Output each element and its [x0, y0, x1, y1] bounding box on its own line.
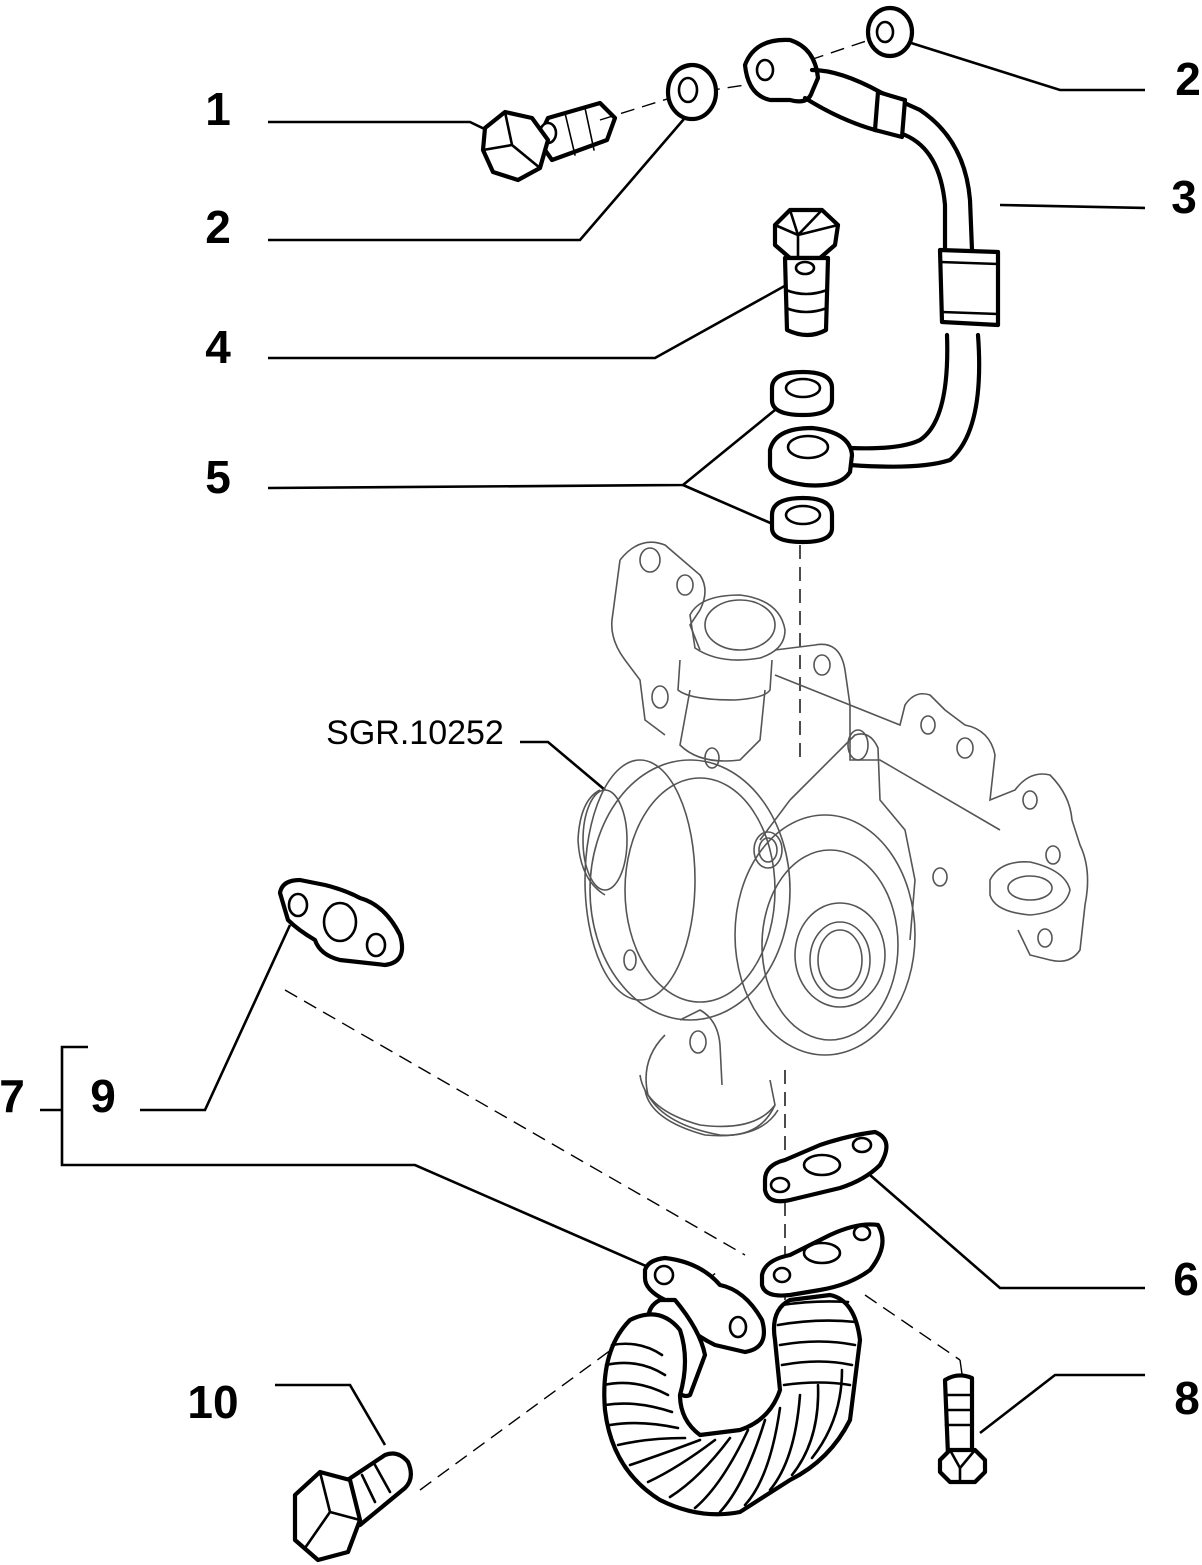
washer-5-bottom — [769, 495, 835, 545]
callout-8: 8 — [1174, 1372, 1200, 1424]
gasket-9 — [277, 877, 405, 968]
callout-7: 7 — [0, 1070, 25, 1122]
callout-2-left: 2 — [205, 201, 231, 253]
banjo-bolt-1 — [480, 100, 618, 183]
callout-1: 1 — [205, 83, 231, 135]
bolt-8 — [937, 1373, 988, 1485]
callout-6: 6 — [1173, 1253, 1199, 1305]
turbocharger-assembly — [577, 541, 1089, 1137]
bolt-10 — [292, 1451, 413, 1563]
oil-feed-pipe-3 — [742, 37, 1001, 488]
washer-2-right — [865, 5, 915, 59]
washer-5-top — [769, 369, 835, 418]
leader-lines — [40, 40, 1146, 1446]
callout-3: 3 — [1171, 171, 1197, 223]
banjo-bolt-4 — [772, 207, 841, 338]
callout-2-top-right: 2 — [1175, 53, 1201, 105]
callout-10: 10 — [187, 1376, 238, 1428]
gasket-6 — [762, 1129, 889, 1204]
callout-9: 9 — [90, 1070, 116, 1122]
corrugated-pipe-7 — [602, 1222, 885, 1517]
callout-4: 4 — [205, 321, 231, 373]
callout-5: 5 — [205, 451, 231, 503]
reference-code: SGR.10252 — [326, 714, 504, 752]
washer-2-left — [665, 62, 719, 122]
